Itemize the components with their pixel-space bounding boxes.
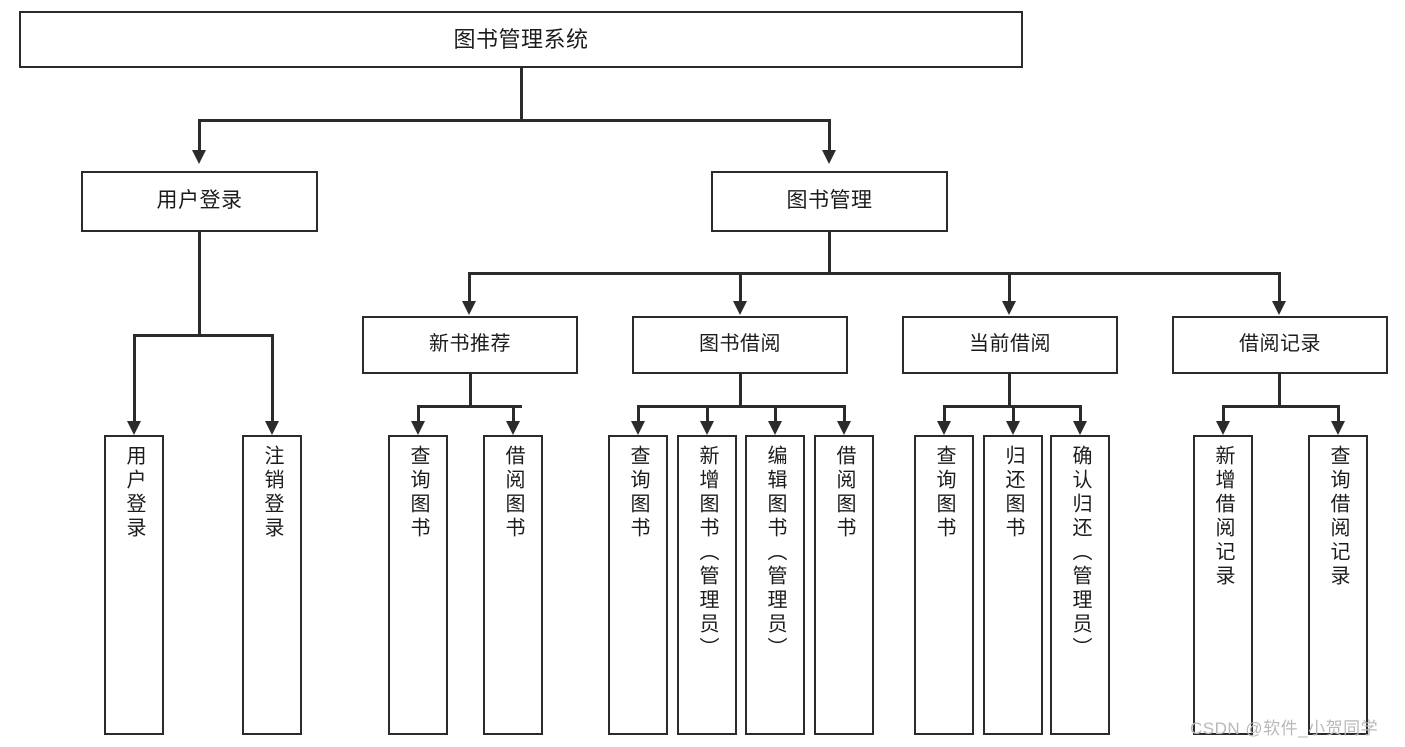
node-label: 确认归还（管理员）	[1069, 445, 1091, 661]
connector-book-manage-bus	[468, 272, 1280, 275]
connector-book-manage-drop-2	[739, 272, 742, 301]
node-label: 借阅记录	[1239, 333, 1321, 356]
connector-current-borrow-drop-1	[943, 405, 946, 421]
connector-book-manage-stem	[828, 232, 831, 273]
connector-book-borrow-stem	[739, 374, 742, 406]
connector-root-to-user-login	[198, 119, 201, 150]
connector-book-borrow-bus	[637, 405, 845, 408]
arrow-book-borrow-to-leaf-3	[768, 421, 782, 435]
node-label: 新增借阅记录	[1212, 445, 1234, 589]
node-leaf-query-book-3[interactable]: 查询图书	[914, 435, 974, 735]
connector-book-manage-drop-4	[1278, 272, 1281, 301]
node-leaf-borrow-book-2[interactable]: 借阅图书	[814, 435, 874, 735]
node-new-book-rec[interactable]: 新书推荐	[362, 316, 578, 374]
connector-borrow-record-bus	[1222, 405, 1338, 408]
arrow-current-borrow-to-leaf-1	[937, 421, 951, 435]
node-leaf-confirm-return[interactable]: 确认归还（管理员）	[1050, 435, 1110, 735]
node-label: 编辑图书（管理员）	[764, 445, 786, 661]
node-leaf-edit-book[interactable]: 编辑图书（管理员）	[745, 435, 805, 735]
node-label: 图书管理系统	[453, 26, 589, 52]
connector-user-login-drop-1	[133, 334, 136, 421]
node-leaf-user-login[interactable]: 用户登录	[104, 435, 164, 735]
connector-current-borrow-stem	[1008, 374, 1011, 406]
connector-book-manage-drop-1	[468, 272, 471, 301]
watermark-text: CSDN @软件_小贺同学	[1190, 719, 1379, 738]
connector-user-login-stem	[198, 232, 201, 335]
connector-current-borrow-drop-2	[1012, 405, 1015, 421]
node-label: 用户登录	[123, 445, 145, 541]
node-label: 查询图书	[407, 445, 429, 541]
arrow-book-manage-to-new-book-rec	[462, 301, 476, 315]
connector-book-borrow-drop-2	[706, 405, 709, 421]
node-leaf-query-record[interactable]: 查询借阅记录	[1308, 435, 1368, 735]
node-label: 归还图书	[1002, 445, 1024, 541]
arrow-user-login-to-leaf-2	[265, 421, 279, 435]
arrow-book-borrow-to-leaf-4	[837, 421, 851, 435]
arrow-borrow-record-to-leaf-2	[1331, 421, 1345, 435]
connector-user-login-drop-2	[271, 334, 274, 421]
connector-new-book-rec-bus	[417, 405, 522, 408]
arrow-borrow-record-to-leaf-1	[1216, 421, 1230, 435]
node-label: 查询图书	[627, 445, 649, 541]
connector-root-stem	[520, 68, 523, 120]
node-user-login[interactable]: 用户登录	[81, 171, 318, 232]
arrow-user-login-to-leaf-1	[127, 421, 141, 435]
connector-book-manage-drop-3	[1008, 272, 1011, 301]
node-book-manage[interactable]: 图书管理	[711, 171, 948, 232]
connector-borrow-record-drop-1	[1222, 405, 1225, 421]
node-leaf-borrow-book-1[interactable]: 借阅图书	[483, 435, 543, 735]
arrow-book-manage-to-borrow-record	[1272, 301, 1286, 315]
node-label: 图书借阅	[699, 333, 781, 356]
connector-book-borrow-drop-3	[774, 405, 777, 421]
arrow-root-to-book-manage	[822, 150, 836, 164]
node-book-borrow[interactable]: 图书借阅	[632, 316, 848, 374]
node-leaf-add-record[interactable]: 新增借阅记录	[1193, 435, 1253, 735]
node-label: 新书推荐	[429, 333, 511, 356]
node-borrow-record[interactable]: 借阅记录	[1172, 316, 1388, 374]
connector-borrow-record-stem	[1278, 374, 1281, 406]
node-label: 用户登录	[156, 189, 243, 213]
arrow-book-borrow-to-leaf-2	[700, 421, 714, 435]
node-leaf-query-book-1[interactable]: 查询图书	[388, 435, 448, 735]
node-current-borrow[interactable]: 当前借阅	[902, 316, 1118, 374]
node-label: 当前借阅	[969, 333, 1051, 356]
node-leaf-query-book-2[interactable]: 查询图书	[608, 435, 668, 735]
node-label: 查询借阅记录	[1327, 445, 1349, 589]
node-label: 图书管理	[786, 189, 873, 213]
connector-root-bus	[198, 119, 830, 122]
arrow-new-book-rec-to-leaf-2	[506, 421, 520, 435]
node-leaf-logout[interactable]: 注销登录	[242, 435, 302, 735]
node-leaf-return-book[interactable]: 归还图书	[983, 435, 1043, 735]
node-label: 注销登录	[261, 445, 283, 541]
node-leaf-add-book[interactable]: 新增图书（管理员）	[677, 435, 737, 735]
connector-borrow-record-drop-2	[1337, 405, 1340, 421]
node-label: 借阅图书	[502, 445, 524, 541]
arrow-current-borrow-to-leaf-3	[1073, 421, 1087, 435]
connector-book-borrow-drop-4	[843, 405, 846, 421]
connector-new-book-rec-drop-1	[417, 405, 420, 421]
connector-new-book-rec-stem	[469, 374, 472, 406]
connector-new-book-rec-drop-2	[512, 405, 515, 421]
node-label: 借阅图书	[833, 445, 855, 541]
connector-book-borrow-drop-1	[637, 405, 640, 421]
node-root-system[interactable]: 图书管理系统	[19, 11, 1023, 68]
connector-current-borrow-drop-3	[1079, 405, 1082, 421]
arrow-new-book-rec-to-leaf-1	[411, 421, 425, 435]
arrow-book-manage-to-current-borrow	[1002, 301, 1016, 315]
connector-root-to-book-manage	[828, 119, 831, 150]
arrow-root-to-user-login	[192, 150, 206, 164]
arrow-book-borrow-to-leaf-1	[631, 421, 645, 435]
node-label: 新增图书（管理员）	[696, 445, 718, 661]
connector-user-login-bus	[133, 334, 273, 337]
arrow-book-manage-to-book-borrow	[733, 301, 747, 315]
arrow-current-borrow-to-leaf-2	[1006, 421, 1020, 435]
node-label: 查询图书	[933, 445, 955, 541]
